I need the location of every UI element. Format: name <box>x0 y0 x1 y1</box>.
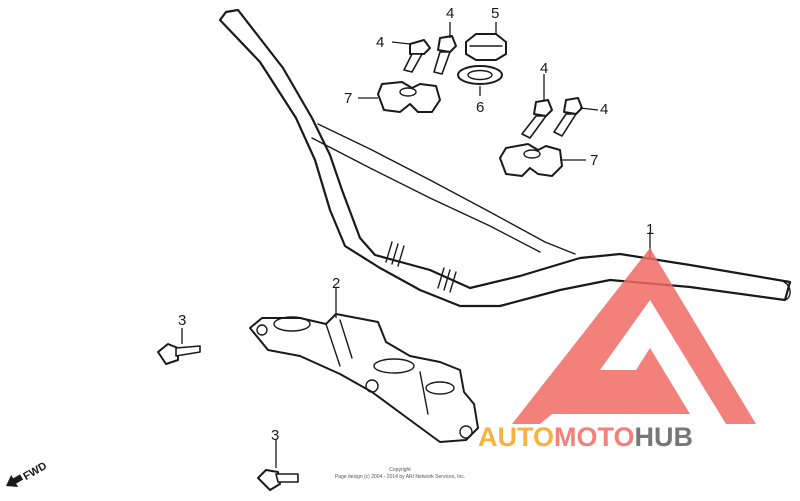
watermark-triangle-icon <box>512 248 756 424</box>
callouts: 1 2 3 3 4 4 4 4 5 6 7 7 <box>178 5 654 444</box>
bolt-3-bottom <box>257 469 299 491</box>
callout-3-left: 3 <box>178 312 186 329</box>
washer <box>457 65 503 85</box>
copyright: Copyright Page design (c) 2004 - 2014 by… <box>335 467 465 480</box>
copyright-line1: Copyright <box>389 467 411 473</box>
bolt-4b <box>433 35 457 75</box>
handlebar <box>218 8 792 308</box>
callout-2: 2 <box>332 275 340 292</box>
callout-5: 5 <box>491 5 499 22</box>
callout-7-right: 7 <box>590 152 598 169</box>
fwd-indicator: FWD <box>6 460 49 488</box>
callout-4d: 4 <box>600 101 608 118</box>
fwd-label: FWD <box>21 460 49 483</box>
bolt-4c <box>521 99 553 139</box>
copyright-line2: Page design (c) 2004 - 2014 by ARI Netwo… <box>335 474 465 480</box>
callout-4b: 4 <box>446 5 454 22</box>
bolt-4d <box>553 97 583 137</box>
holder-right <box>499 143 563 177</box>
bolt-4a <box>403 39 431 73</box>
holder-left <box>377 81 441 113</box>
callout-1: 1 <box>646 221 654 238</box>
callout-4c: 4 <box>540 60 548 77</box>
callout-6: 6 <box>476 99 484 116</box>
bolt-3-left <box>157 343 201 365</box>
handlebar-lower-holder <box>249 313 479 443</box>
fwd-arrow-icon <box>6 474 24 488</box>
callout-3-bottom: 3 <box>271 427 279 444</box>
callout-4a: 4 <box>376 34 384 51</box>
watermark-logo: AUTOMOTOHUB <box>478 248 756 452</box>
watermark-text: AUTOMOTOHUB <box>478 422 693 452</box>
cap <box>465 33 507 61</box>
callout-7-left: 7 <box>344 90 352 107</box>
